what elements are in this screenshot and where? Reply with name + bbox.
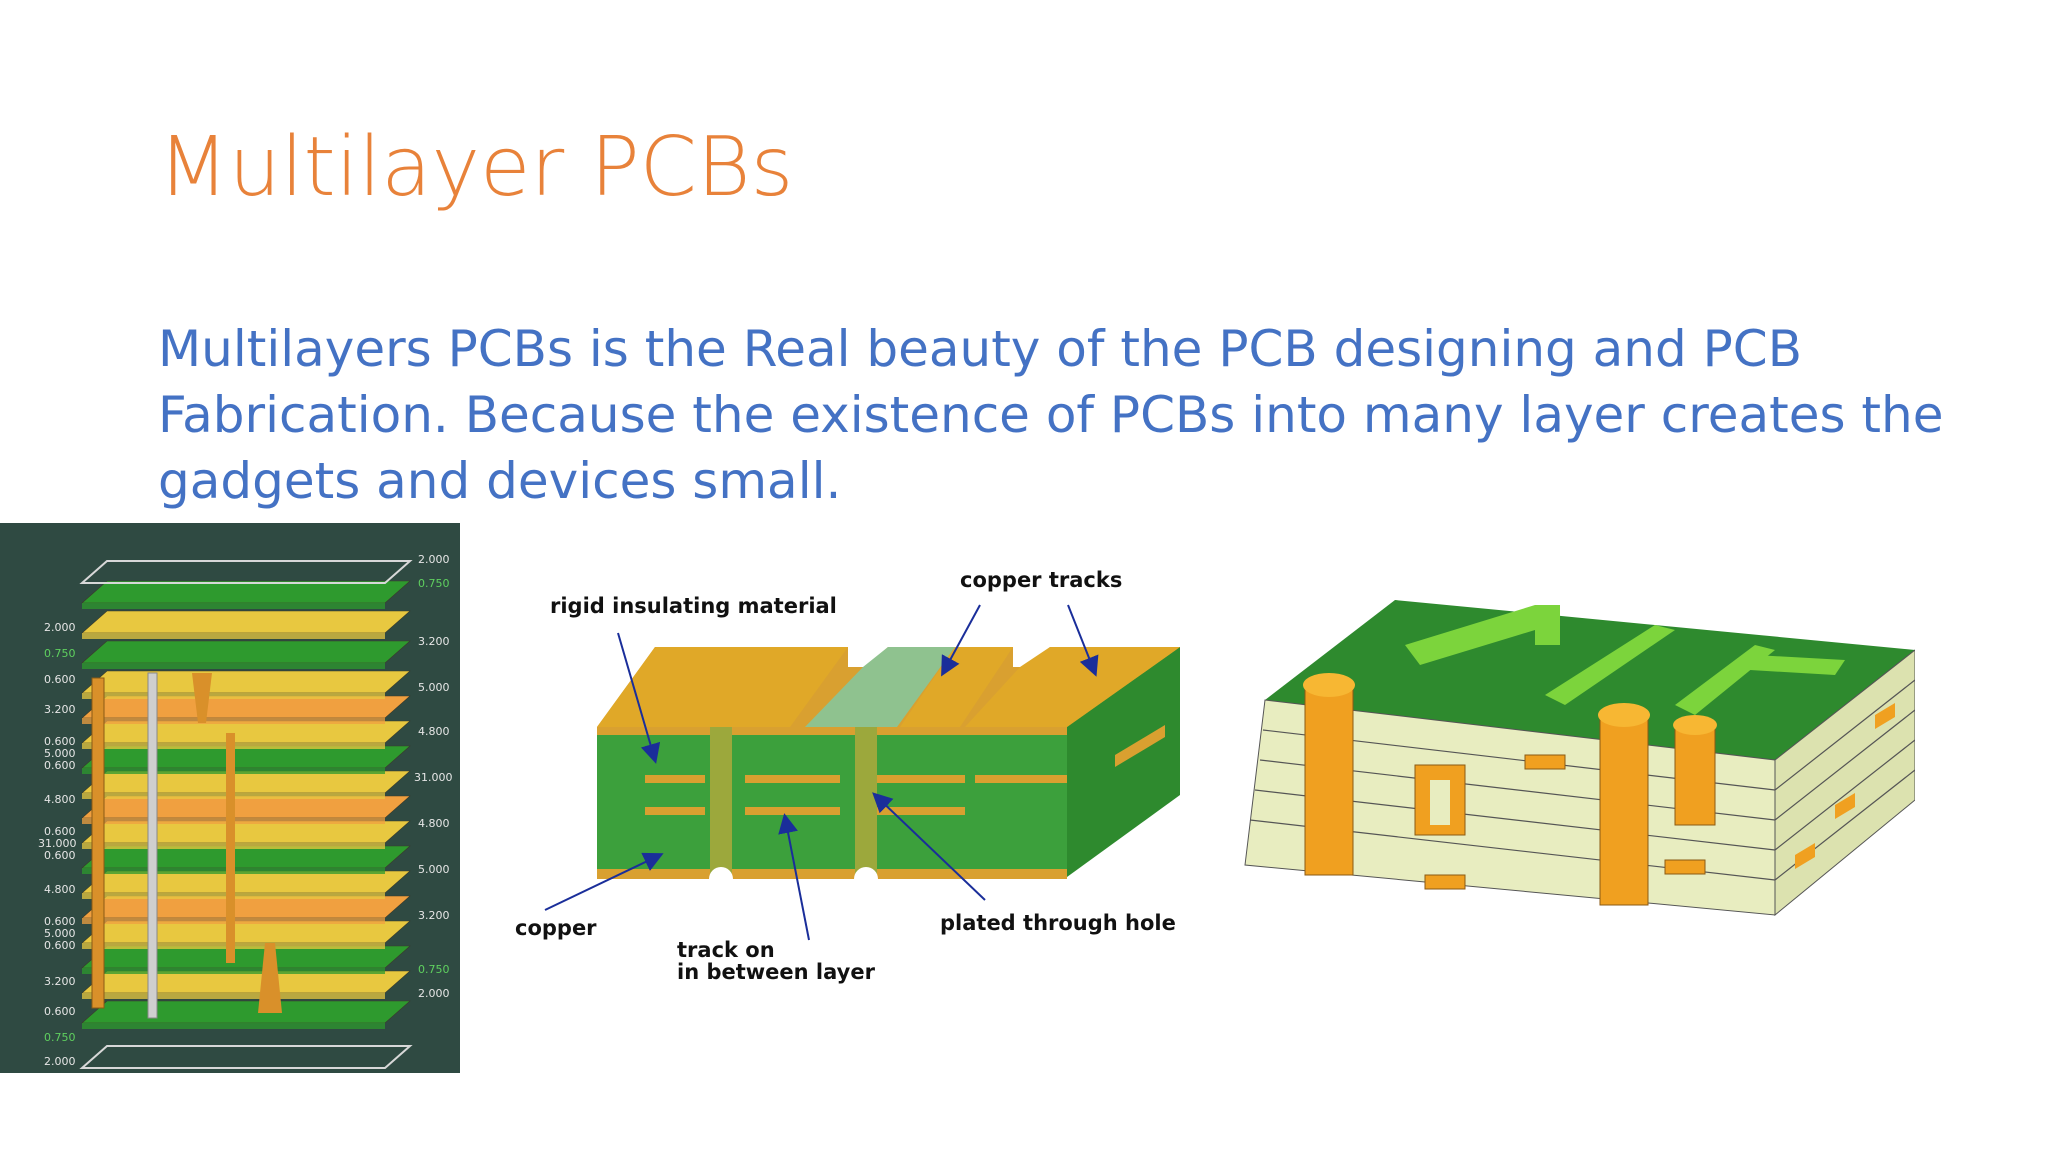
stack-layer-edge [82, 603, 385, 609]
stack-layer-edge [82, 968, 385, 974]
stack-left-label-8: 4.800 [44, 793, 76, 806]
stack-right-label-3: 3.200 [418, 635, 450, 648]
stack-right-label-11: 2.000 [418, 987, 450, 1000]
stack-layer [81, 770, 411, 794]
slide-body: Multilayers PCBs is the Real beauty of t… [158, 316, 1958, 514]
stack-layer [81, 945, 411, 969]
stack-layer-edge [82, 993, 385, 999]
stack-layer [81, 870, 411, 894]
stack-left-label-6: 5.000 [44, 747, 76, 760]
stack-layer [81, 745, 411, 769]
stack-left-label-2: 0.750 [44, 647, 76, 660]
stack-layer [81, 895, 411, 919]
stack-right-label-9: 3.200 [418, 909, 450, 922]
stack-left-label-3: 0.600 [44, 673, 76, 686]
stack-layer [81, 795, 411, 819]
label-copper-tracks: copper tracks [960, 568, 1122, 592]
label-plated-through-hole: plated through hole [940, 911, 1176, 935]
isometric-pcb-figure [1235, 585, 1916, 925]
label-in-between-layer: in between layer [677, 960, 876, 984]
stack-left-label-5: 0.600 [44, 735, 76, 748]
layer-stack-illustration: 2.000 0.750 0.600 3.200 0.600 5.000 0.60… [0, 523, 460, 1073]
stack-right-label-2: 0.750 [418, 577, 450, 590]
stack-layer-edge [82, 633, 385, 639]
stack-layer [81, 820, 411, 844]
cross-section-illustration: rigid insulating material copper tracks … [515, 568, 1180, 984]
stack-left-label-7: 0.600 [44, 759, 76, 772]
stack-right-label-7: 4.800 [418, 817, 450, 830]
body-line-1: Multilayers PCBs is the Real beauty of t… [158, 320, 1802, 378]
stack-layer [81, 610, 411, 634]
stack-left-label-19: 2.000 [44, 1055, 76, 1068]
stack-right-label-5: 4.800 [418, 725, 450, 738]
stack-right-label-10: 0.750 [418, 963, 450, 976]
stack-cover-plate [79, 560, 413, 584]
stack-layer-edge [82, 1023, 385, 1029]
stack-layer-edge [82, 693, 385, 699]
stack-cover-plate [79, 1045, 413, 1069]
label-track-on: track on [677, 938, 775, 962]
stack-layer [81, 695, 411, 719]
stack-right-label-6: 31.000 [414, 771, 453, 784]
stack-left-label-9: 0.600 [44, 825, 76, 838]
stack-layer-edge [82, 663, 385, 669]
stack-left-label-4: 3.200 [44, 703, 76, 716]
stack-layer [81, 970, 411, 994]
stack-left-label-17: 0.600 [44, 1005, 76, 1018]
stack-layer-edge [82, 718, 385, 724]
cross-section-figure: rigid insulating material copper tracks … [505, 555, 1195, 995]
stack-right-label-4: 5.000 [418, 681, 450, 694]
stack-left-label-15: 0.600 [44, 939, 76, 952]
body-line-2: Fabrication. Because the existence of PC… [158, 386, 1944, 444]
stack-left-label-1: 2.000 [44, 621, 76, 634]
stack-layer [81, 1000, 411, 1024]
stack-layer [81, 920, 411, 944]
stack-left-label-11: 0.600 [44, 849, 76, 862]
stack-left-label-10: 31.000 [38, 837, 77, 850]
stack-right-label-8: 5.000 [418, 863, 450, 876]
stack-left-label-14: 5.000 [44, 927, 76, 940]
stack-layer [81, 670, 411, 694]
body-line-3: gadgets and devices small. [158, 452, 842, 510]
stack-right-label-1: 2.000 [418, 553, 450, 566]
label-rigid-insulating: rigid insulating material [550, 594, 837, 618]
isometric-pcb-illustration [1244, 600, 1916, 917]
stack-left-label-12: 4.800 [44, 883, 76, 896]
stack-left-label-18: 0.750 [44, 1031, 76, 1044]
stack-layer [81, 580, 411, 604]
layer-stack-figure: 2.000 0.750 0.600 3.200 0.600 5.000 0.60… [0, 523, 460, 1073]
slide-title: Multilayer PCBs [158, 120, 794, 215]
stack-layer [81, 845, 411, 869]
label-copper: copper [515, 916, 597, 940]
stack-layer [81, 720, 411, 744]
stack-layer [81, 640, 411, 664]
stack-left-label-13: 0.600 [44, 915, 76, 928]
stack-left-label-16: 3.200 [44, 975, 76, 988]
